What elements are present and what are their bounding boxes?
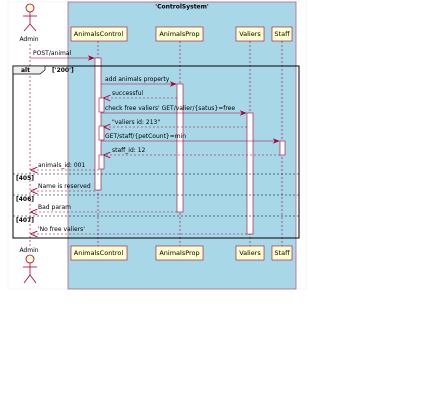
participant-animals-prop-bottom xyxy=(155,245,204,261)
actor-leg-right xyxy=(29,23,37,32)
actor-head xyxy=(25,3,35,13)
alt-guard-406: [406] xyxy=(16,196,34,203)
alt-fragment: alt ['200'] [405] [406] [407] xyxy=(12,65,300,239)
messages xyxy=(30,55,280,234)
alt-guard-405: [405] xyxy=(16,175,34,182)
message-labels: POST/animal add animals property success… xyxy=(33,50,235,233)
lifelines xyxy=(29,41,283,246)
alt-frame xyxy=(12,65,300,239)
participants-top: AnimalsControl AnimalsProp Valiers Staff xyxy=(70,26,293,42)
alt-guard-407: [407] xyxy=(16,217,34,224)
activations xyxy=(94,57,286,235)
activation-animals-control xyxy=(94,57,102,191)
participant-animals-prop-top xyxy=(155,26,204,42)
participant-valiers-label-bottom: Valiers xyxy=(239,249,261,257)
actor-head xyxy=(25,254,35,264)
activation-animals-control-nested-2 xyxy=(98,125,105,141)
message-label-successful: successful xyxy=(112,90,143,97)
participant-animals-prop-label-bottom: AnimalsProp xyxy=(159,249,199,257)
actor-leg-left xyxy=(23,274,31,284)
message-label-bad-param: Bad param xyxy=(38,204,71,211)
participant-animals-control-label: AnimalsControl xyxy=(74,30,124,38)
message-label-valiers-id: "valiers id: 213" xyxy=(112,119,160,126)
actor-admin-label-bottom: Admin xyxy=(19,247,38,254)
participant-staff-top xyxy=(271,26,293,42)
participant-animals-control-bottom xyxy=(70,245,128,261)
activation-animals-control-nested-3 xyxy=(98,154,105,170)
message-label-get-staff: GET/staff/{petCount}=min xyxy=(105,133,186,140)
system-box-title: 'ControlSystem' xyxy=(155,4,209,11)
activation-animals-control-nested-1 xyxy=(98,97,105,113)
alt-frame-tag xyxy=(12,65,46,75)
message-label-check-free-valiers: check free valiers' GET/valier/{satus}=f… xyxy=(105,105,235,112)
participant-animals-prop-label: AnimalsProp xyxy=(159,30,199,38)
message-label-animals-id: animals_id: 001 xyxy=(38,162,86,169)
actor-admin-label-top: Admin xyxy=(19,36,38,43)
alt-guard-200: ['200'] xyxy=(52,67,74,74)
participant-valiers-top xyxy=(235,26,265,42)
participant-staff-bottom xyxy=(271,245,293,261)
activation-valiers xyxy=(246,112,254,235)
message-label-staff-id: staff_id: 12 xyxy=(112,147,146,154)
message-label-no-free-valiers: 'No free valiers' xyxy=(38,226,85,233)
participant-staff-label-bottom: Staff xyxy=(274,249,290,257)
activation-animals-prop xyxy=(176,83,184,213)
participant-valiers-bottom xyxy=(235,245,265,261)
participant-animals-control-label-bottom: AnimalsControl xyxy=(74,249,124,257)
actor-admin-bottom xyxy=(23,254,37,284)
message-label-add-animals-property: add animals property xyxy=(105,76,170,83)
alt-keyword: alt xyxy=(21,67,30,74)
message-label-post-animal: POST/animal xyxy=(33,50,72,57)
participants-bottom: AnimalsControl AnimalsProp Valiers Staff xyxy=(70,245,293,261)
participant-animals-control-top xyxy=(70,26,128,42)
participant-valiers-label: Valiers xyxy=(239,30,261,38)
message-label-name-reserved: Name is reserved xyxy=(38,183,91,190)
actor-leg-left xyxy=(23,23,31,32)
actor-leg-right xyxy=(29,274,37,284)
actor-admin-top xyxy=(23,3,37,32)
participant-staff-label: Staff xyxy=(274,30,290,38)
activation-staff xyxy=(279,140,286,156)
